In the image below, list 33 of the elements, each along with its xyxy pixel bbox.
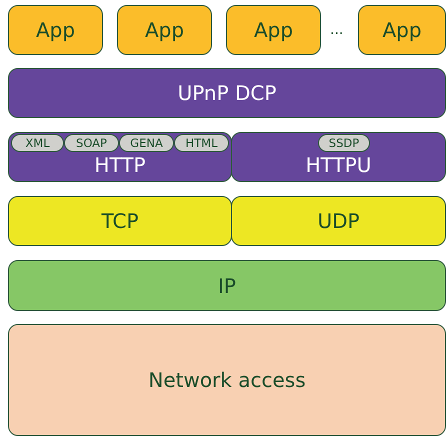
- layer-label: UPnP DCP: [178, 81, 276, 105]
- protocol-layer-box: [231, 132, 446, 182]
- layer-label: App: [254, 18, 294, 42]
- layer-label: SSDP: [328, 135, 360, 151]
- layer-label: App: [36, 18, 76, 42]
- protocol-layer-box: [8, 68, 446, 118]
- layer-label: IP: [218, 274, 236, 298]
- network-access-box: [8, 324, 446, 436]
- layer-label: GENA: [130, 135, 163, 151]
- layer-label: TCP: [101, 209, 139, 233]
- layer-label: UDP: [317, 209, 360, 233]
- layer-label: HTML: [185, 135, 218, 151]
- layer-label: SOAP: [76, 135, 107, 151]
- protocol-tag: [318, 134, 370, 152]
- layer-label: Network access: [148, 368, 306, 392]
- application-box: [117, 5, 212, 55]
- application-box: [8, 5, 103, 55]
- protocol-tag: [119, 134, 174, 152]
- protocol-tag: [64, 134, 119, 152]
- protocol-tag: [174, 134, 229, 152]
- transport-layer-box: [231, 196, 446, 246]
- transport-layer-box: [8, 196, 232, 246]
- layer-label: HTTPU: [306, 153, 372, 177]
- layer-label: XML: [25, 135, 50, 151]
- layer-label: HTTP: [94, 153, 146, 177]
- protocol-tag: [11, 134, 64, 152]
- application-box: [226, 5, 321, 55]
- network-layer-box: [8, 260, 446, 311]
- application-box: [358, 5, 446, 55]
- protocol-layer-box: [8, 132, 232, 182]
- layer-label: App: [144, 18, 184, 42]
- layer-label: App: [382, 18, 422, 42]
- ellipsis-text: ...: [330, 22, 344, 38]
